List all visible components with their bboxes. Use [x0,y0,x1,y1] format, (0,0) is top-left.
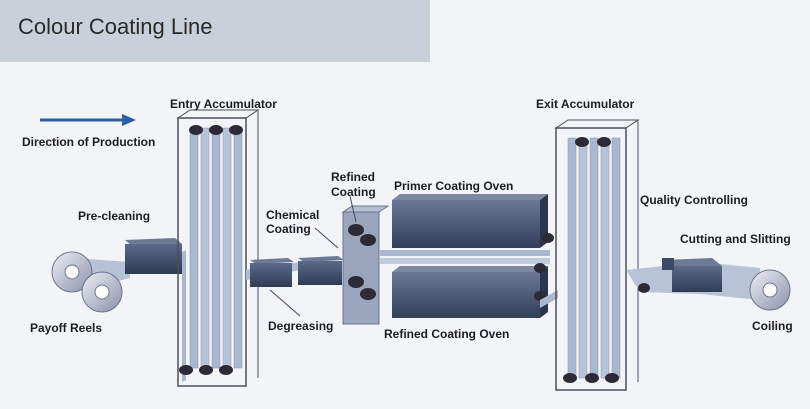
degreasing-unit [250,258,294,287]
label-entry-accumulator: Entry Accumulator [170,97,277,111]
label-cutting: Cutting and Slitting [680,232,791,246]
label-payoff-reels: Payoff Reels [30,321,102,335]
label-coiling: Coiling [752,319,793,333]
label-primer-oven: Primer Coating Oven [394,179,513,193]
coiling-reel [749,269,791,311]
title-band: Colour Coating Line [0,0,430,62]
refined-coating-oven [392,266,548,318]
label-quality: Quality Controlling [640,193,748,207]
label-refined-oven: Refined Coating Oven [384,327,509,341]
label-refined-coating-2: Coating [331,185,376,199]
direction-arrow-icon [40,114,136,126]
label-chemical-coating-1: Chemical [266,208,319,222]
cutting-slitting-unit [662,258,722,292]
entry-accumulator [176,109,260,387]
payoff-reels [51,251,130,313]
label-exit-accumulator: Exit Accumulator [536,97,635,111]
label-degreasing: Degreasing [268,319,333,333]
chemical-coating-unit [298,256,344,285]
label-refined-coating-1: Refined [331,170,375,184]
refined-coating-unit [341,205,390,325]
primer-coating-oven [392,194,548,248]
label-direction: Direction of Production [22,135,155,149]
label-chemical-coating-2: Coating [266,222,311,236]
page-title: Colour Coating Line [18,14,213,39]
exit-accumulator [554,119,640,391]
pre-cleaning-unit [125,238,182,274]
label-pre-cleaning: Pre-cleaning [78,209,150,223]
